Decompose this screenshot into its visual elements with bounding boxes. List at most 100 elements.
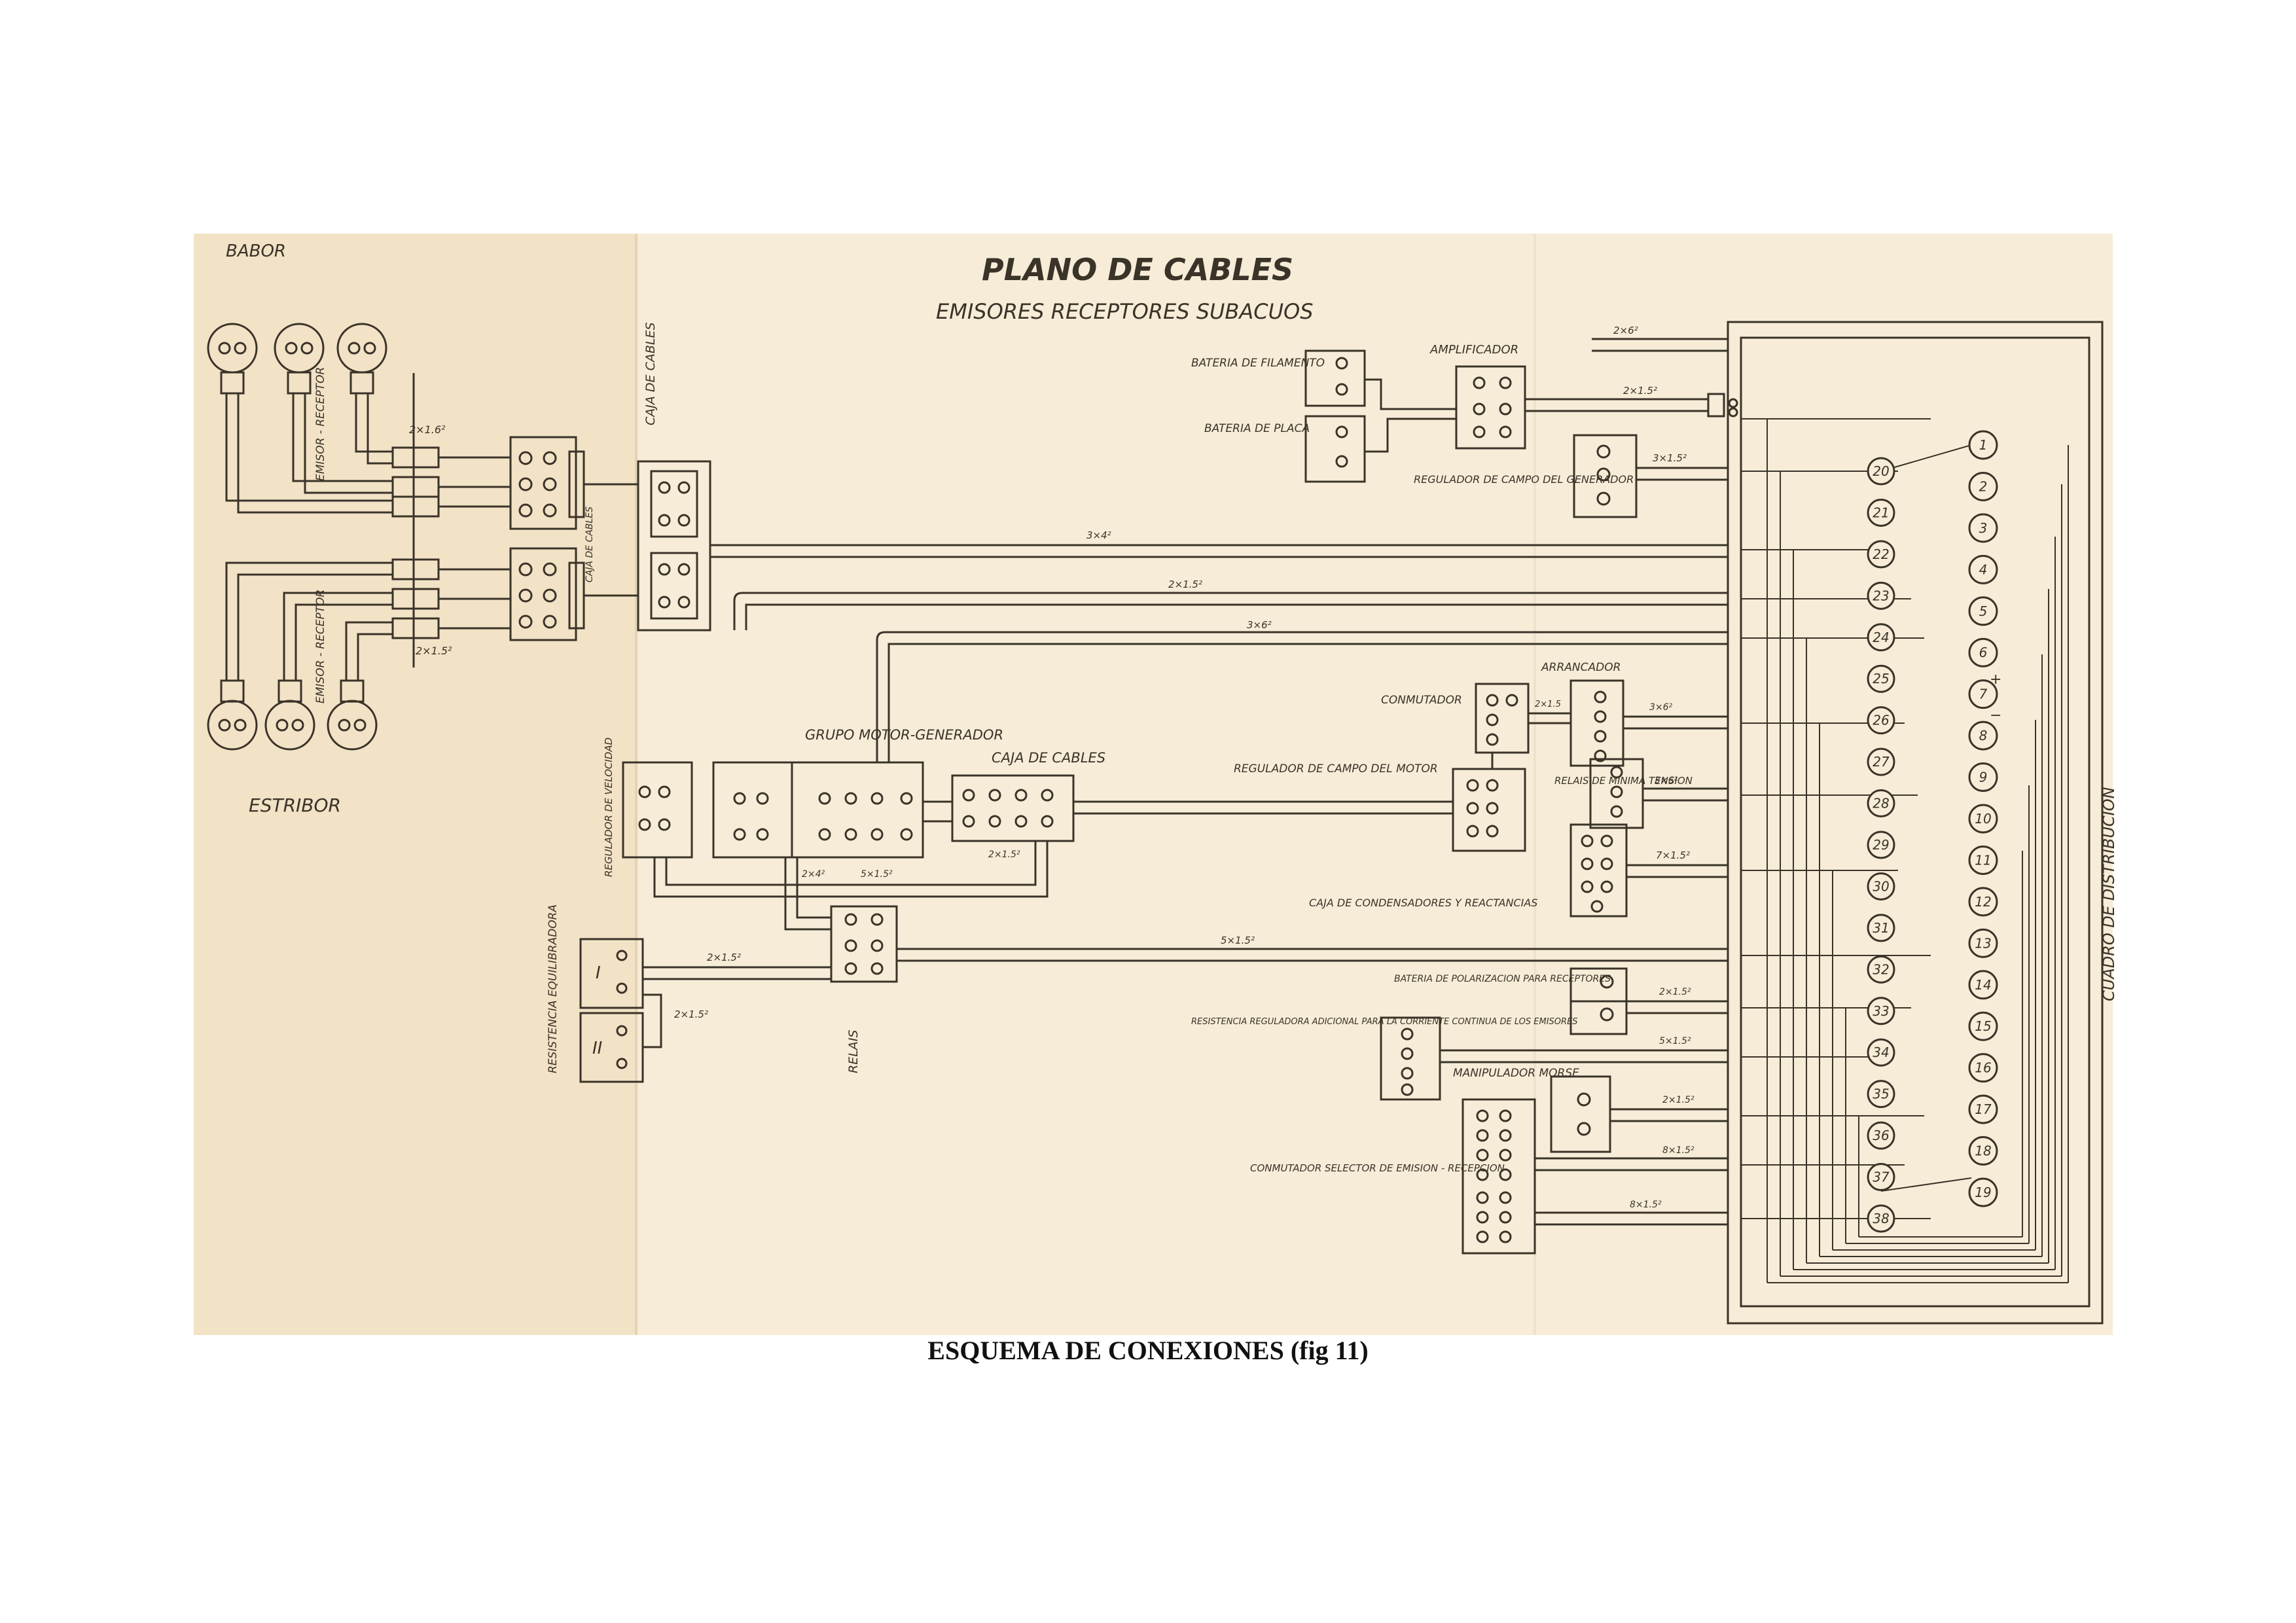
label-bateria-filamento: BATERIA DE FILAMENTO — [1191, 357, 1325, 370]
arrancador-box — [1570, 679, 1624, 767]
cuadro-terminal-7-circle — [1968, 679, 1998, 709]
cuadro-terminal-2-circle — [1968, 471, 1998, 501]
transducer-icon — [336, 323, 387, 395]
cable-spec: 2×1.5² — [416, 645, 452, 657]
cable-spec: 3×6² — [1649, 702, 1673, 713]
conmutador-selector-box — [1462, 1098, 1536, 1255]
cuadro-terminal-23-circle — [1867, 581, 1895, 610]
battery-cable — [1365, 378, 1456, 410]
cuadro-terminal-16-label: 16 — [1975, 1060, 1991, 1076]
caja-condensadores-box — [1570, 823, 1628, 918]
cable-spec: 3×1.5² — [1653, 452, 1687, 464]
transducer-icon — [274, 323, 325, 395]
label-caja-cables-grupo: CAJA DE CABLES — [992, 750, 1105, 766]
cuadro-terminal-4-label: 4 — [1979, 562, 1988, 577]
cuadro-terminal-21-circle — [1867, 498, 1895, 527]
cable-spec: 8×1.5² — [1662, 1145, 1695, 1156]
polarity-plus: + — [1990, 671, 2001, 688]
label-cuadro: CUADRO DE DISTRIBUCION — [2100, 787, 2118, 1001]
babor-junction-box — [509, 436, 585, 530]
cable-spec: 5×1.5² — [1221, 935, 1255, 946]
relais-box — [830, 905, 898, 983]
cuadro-terminal-37-circle — [1867, 1163, 1895, 1192]
babor-transducers — [207, 323, 387, 395]
cuadro-terminal-36-label: 36 — [1873, 1128, 1889, 1143]
cuadro-terminal-22-circle — [1867, 540, 1895, 569]
cuadro-terminal-20-circle — [1867, 457, 1895, 486]
cuadro-terminal-22-label: 22 — [1873, 546, 1889, 562]
plate-title: PLANO DE CABLES — [982, 252, 1293, 287]
cable-spec: 2×1.5² — [988, 849, 1020, 860]
cuadro-terminal-27-circle — [1867, 747, 1895, 776]
cuadro-terminal-35-label: 35 — [1873, 1086, 1889, 1102]
cuadro-terminal-5-label: 5 — [1979, 603, 1988, 619]
cable-spec: 2×1.5² — [1168, 579, 1202, 590]
label-grupo: GRUPO MOTOR-GENERADOR — [805, 727, 1003, 743]
cable-spec: 2×1.6² — [409, 423, 446, 436]
cuadro-terminal-35-circle — [1867, 1080, 1895, 1109]
cable-spec: 2×1.5² — [1659, 987, 1691, 997]
polarity-minus: − — [1990, 707, 2001, 724]
cuadro-terminal-23-label: 23 — [1873, 588, 1889, 603]
cuadro-terminal-10-label: 10 — [1975, 811, 1991, 827]
transducer-icon — [264, 679, 315, 751]
babor-cables — [225, 393, 393, 514]
cuadro-terminal-34-circle — [1867, 1038, 1895, 1067]
cuadro-terminal-16-circle — [1968, 1053, 1998, 1083]
label-caja-condensadores: CAJA DE CONDENSADORES Y REACTANCIAS — [1309, 897, 1537, 909]
caja-de-cables-main — [637, 460, 711, 632]
cuadro-terminal-14-circle — [1968, 970, 1998, 1000]
label-emisor-receptor-estribor: EMISOR - RECEPTOR — [314, 590, 327, 704]
cuadro-wiring — [2022, 445, 2069, 1283]
cuadro-distribucion — [1727, 321, 2104, 1325]
label-regulador-generador: REGULADOR DE CAMPO DEL GENERADOR — [1414, 473, 1634, 486]
cuadro-terminal-31-label: 31 — [1873, 920, 1889, 936]
cuadro-terminal-20-label: 20 — [1873, 463, 1889, 479]
label-amplificador: AMPLIFICADOR — [1429, 343, 1518, 357]
cuadro-terminal-12-label: 12 — [1975, 894, 1991, 910]
cuadro-terminal-8-label: 8 — [1979, 728, 1988, 743]
cable-spec: 2×1.5 — [1535, 700, 1561, 709]
cuadro-terminal-38-label: 38 — [1873, 1211, 1889, 1226]
cuadro-terminal-24-label: 24 — [1873, 630, 1889, 645]
cable-spec: 2×1.5² — [1623, 385, 1657, 397]
resistencia-equilibradora-I — [579, 938, 644, 1009]
cuadro-terminal-28-label: 28 — [1873, 796, 1889, 812]
cuadro-terminal-12-circle — [1968, 887, 1998, 917]
cuadro-terminal-33-circle — [1867, 997, 1895, 1026]
cuadro-terminal-6-circle — [1968, 637, 1998, 668]
label-bateria-placa: BATERIA DE PLACA — [1204, 422, 1310, 435]
label-resistencia-equilibradora: RESISTENCIA EQUILIBRADORA — [547, 904, 560, 1073]
cuadro-terminal-29-circle — [1867, 830, 1895, 859]
grupo-cable — [665, 841, 1037, 886]
label-arrancador: ARRANCADOR — [1541, 661, 1621, 674]
cuadro-terminal-31-circle — [1867, 914, 1895, 942]
label-regulador-motor: REGULADOR DE CAMPO DEL MOTOR — [1234, 762, 1438, 776]
babor-connectors — [391, 373, 511, 668]
cuadro-terminal-17-circle — [1968, 1094, 1998, 1124]
cuadro-terminal-11-circle — [1968, 845, 1998, 875]
main-cables — [710, 544, 1728, 962]
relais-minima-box — [1589, 758, 1644, 829]
cuadro-terminal-25-label: 25 — [1873, 671, 1889, 687]
amplificador-box — [1455, 365, 1526, 450]
cuadro-terminal-6-label: 6 — [1979, 645, 1988, 660]
cuadro-link — [1880, 1177, 1972, 1192]
conmutador-box — [1475, 683, 1530, 754]
cuadro-terminal-30-label: 30 — [1873, 878, 1889, 894]
label-conmutador: CONMUTADOR — [1381, 694, 1462, 707]
side-label-estribor: ESTRIBOR — [249, 794, 341, 816]
cuadro-terminal-27-label: 27 — [1873, 754, 1890, 770]
cuadro-terminal-15-circle — [1968, 1011, 1998, 1041]
cuadro-terminal-5-circle — [1968, 596, 1998, 626]
resistencia-cable — [643, 993, 662, 1048]
cuadro-terminal-18-circle — [1968, 1136, 1998, 1166]
label-res-I: I — [596, 963, 601, 983]
cuadro-terminal-19-label: 19 — [1975, 1185, 1991, 1200]
cable-spec: 2×4² — [802, 869, 825, 880]
cuadro-terminal-9-circle — [1968, 762, 1998, 793]
caja-cables-grupo-box — [951, 774, 1075, 842]
resistencia-reguladora-box — [1380, 1016, 1441, 1101]
cable-spec: 3×6² — [1247, 619, 1272, 631]
